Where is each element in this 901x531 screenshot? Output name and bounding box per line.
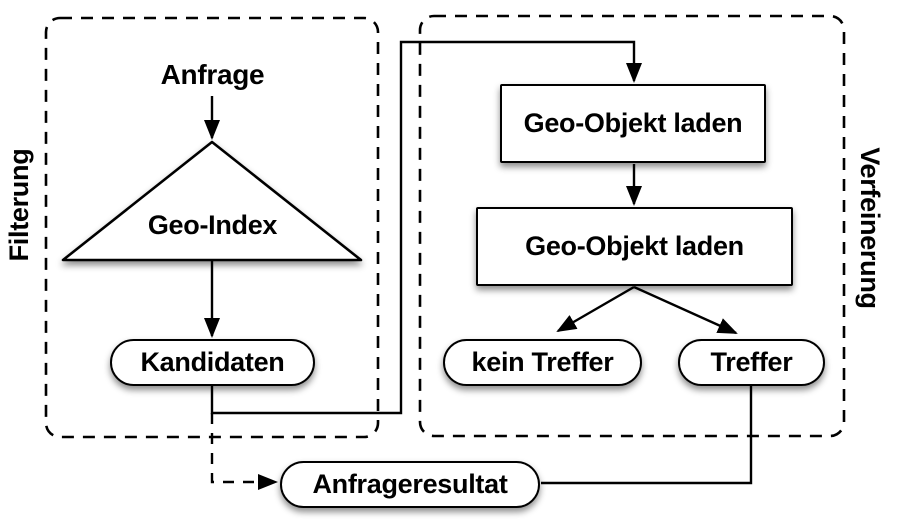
edge-kandidaten-anfrageresultat (210, 413, 278, 490)
node-geo-index-label: Geo-Index (147, 209, 278, 240)
node-kandidaten: Kandidaten (110, 339, 315, 386)
geo-index-triangle (61, 140, 363, 262)
edge-treffer-anfrageresultat (541, 386, 753, 485)
node-kein-treffer: kein Treffer (443, 339, 642, 386)
node-treffer-label: Treffer (710, 347, 793, 377)
node-geo-objekt-laden-2: Geo-Objekt laden (476, 207, 793, 286)
edge-kandidaten-laden1 (210, 40, 642, 415)
node-geo-objekt-laden-1-label: Geo-Objekt laden (523, 108, 743, 138)
node-anfrageresultat-label: Anfrageresultat (312, 469, 508, 499)
node-anfrage: Anfrage (160, 59, 265, 90)
edge-laden2-treffer (633, 285, 738, 335)
node-anfrageresultat: Anfrageresultat (280, 461, 540, 508)
section-label-verfeinerung: Verfeinerung (855, 147, 886, 309)
node-geo-objekt-laden-2-label: Geo-Objekt laden (525, 231, 744, 261)
node-geo-objekt-laden-1: Geo-Objekt laden (500, 84, 766, 163)
node-kein-treffer-label: kein Treffer (471, 347, 614, 377)
node-treffer: Treffer (678, 339, 825, 386)
edge-laden2-keintreffer (556, 285, 635, 333)
node-kandidaten-label: Kandidaten (140, 347, 285, 377)
section-label-filterung: Filterung (3, 148, 34, 262)
verfeinerung-section-frame (418, 14, 846, 438)
